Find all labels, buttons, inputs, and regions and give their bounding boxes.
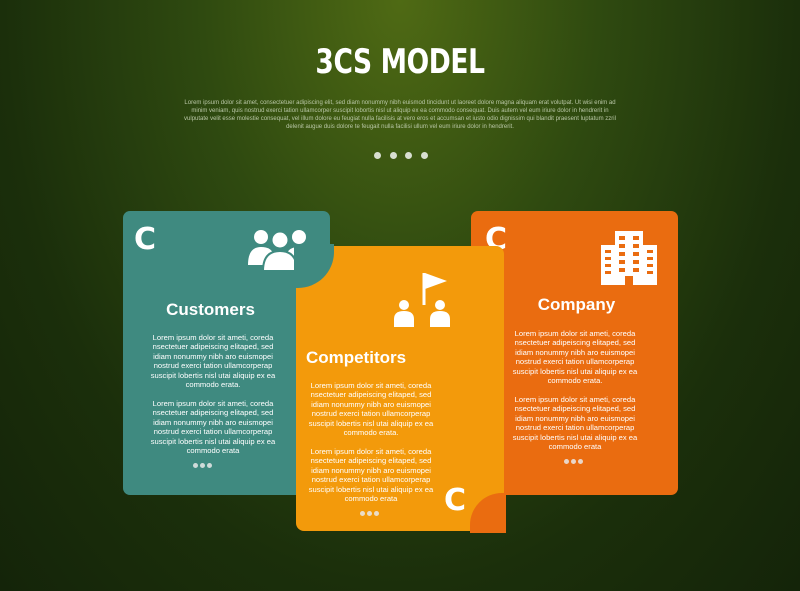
building-icon: [601, 231, 657, 285]
competitors-letter: C: [444, 483, 467, 518]
competitors-notch-top-left: [294, 244, 334, 288]
intro-text: Lorem ipsum dolor sit amet, consectetuer…: [184, 100, 616, 130]
customers-para-1: Lorem ipsum dolor sit ameti, coreda nsec…: [150, 333, 276, 390]
company-para-2: Lorem ipsum dolor sit ameti, coreda nsec…: [512, 395, 638, 452]
customers-dots: [193, 463, 212, 468]
competitors-dots: [360, 511, 379, 516]
customers-letter: C: [134, 222, 157, 257]
card-company: C Company Lorem ipsum dolor sit ameti, c…: [471, 211, 678, 495]
company-dots: [564, 459, 583, 464]
competitors-para-1: Lorem ipsum dolor sit ameti, coreda nsec…: [308, 381, 434, 438]
competitors-title: Competitors: [305, 348, 407, 367]
company-para-1: Lorem ipsum dolor sit ameti, coreda nsec…: [512, 329, 638, 386]
company-title: Company: [537, 295, 616, 314]
pagination-dots: [374, 152, 428, 159]
page-title: 3CS MODEL: [315, 42, 485, 82]
competitors-notch-bottom-right: [470, 493, 506, 533]
competitors-flag-icon: [394, 273, 450, 327]
card-competitors: Competitors Lorem ipsum dolor sit ameti,…: [294, 244, 506, 533]
customers-title: Customers: [166, 300, 255, 319]
customers-para-2: Lorem ipsum dolor sit ameti, coreda nsec…: [150, 399, 276, 456]
competitors-para-2: Lorem ipsum dolor sit ameti, coreda nsec…: [308, 447, 434, 504]
